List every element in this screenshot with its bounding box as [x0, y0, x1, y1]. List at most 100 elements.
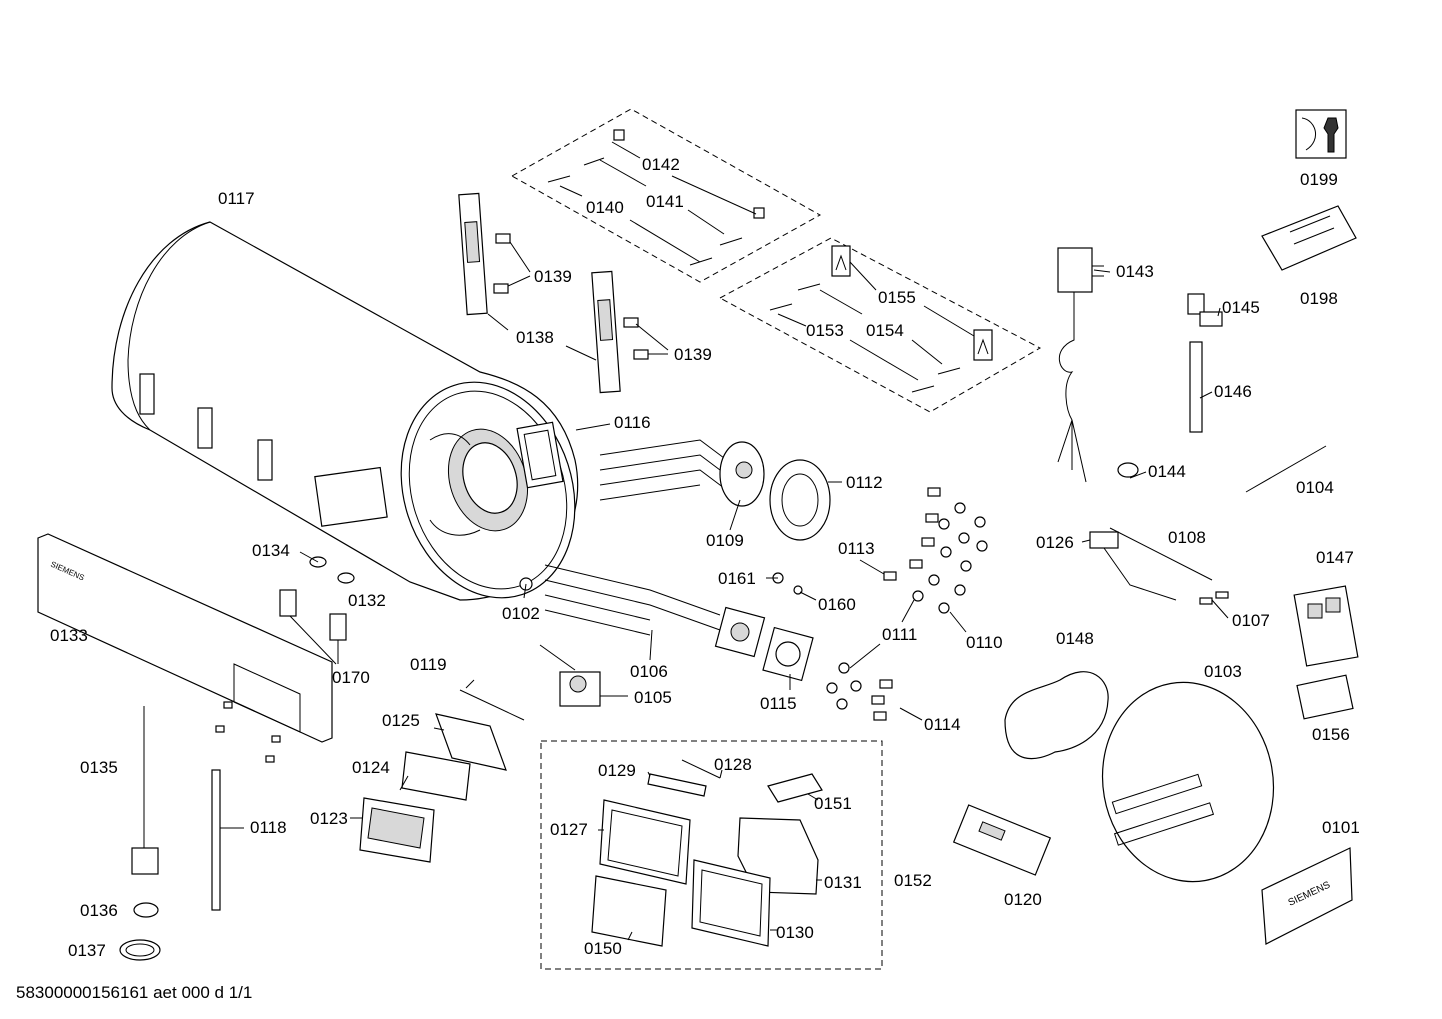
- drain-valve: [1187, 293, 1223, 327]
- part-label-0148: 0148: [1056, 629, 1094, 648]
- part-label-0117: 0117: [218, 189, 255, 208]
- end-cover-slots: [1111, 773, 1215, 846]
- part-label-0103: 0103: [1204, 662, 1242, 681]
- part-label-0161: 0161: [718, 569, 756, 588]
- part-label-0141: 0141: [646, 192, 684, 211]
- wall-bracket-upper: [458, 192, 488, 316]
- part-label-0130: 0130: [776, 923, 814, 942]
- control-pcb: [1293, 585, 1359, 667]
- part-label-0106: 0106: [630, 662, 668, 681]
- part-label-0119: 0119: [410, 655, 447, 674]
- rods-mid: [769, 245, 993, 393]
- part-label-0198: 0198: [1300, 289, 1338, 308]
- display-module: [1296, 674, 1354, 720]
- flange-gasket: [769, 459, 831, 541]
- part-label-0107: 0107: [1232, 611, 1270, 630]
- part-label-0114: 0114: [924, 715, 961, 734]
- terminal-rod: [681, 759, 721, 779]
- part-label-0124: 0124: [352, 758, 390, 777]
- pcb-small: [767, 773, 823, 803]
- part-label-0135: 0135: [80, 758, 118, 777]
- housing-frame: [599, 799, 691, 885]
- screw-kit-bag: [1261, 205, 1357, 271]
- thermostat-sleeve: [211, 769, 221, 911]
- part-label-0120: 0120: [1004, 890, 1042, 909]
- part-label-0160: 0160: [818, 595, 856, 614]
- part-label-0125: 0125: [382, 711, 420, 730]
- part-label-0132: 0132: [348, 591, 386, 610]
- part-label-0104: 0104: [1296, 478, 1334, 497]
- insulation-pad: [1004, 671, 1109, 760]
- part-label-0146: 0146: [1214, 382, 1252, 401]
- part-label-0102: 0102: [502, 604, 540, 623]
- remote-control: [952, 804, 1052, 876]
- display-window: [367, 807, 425, 849]
- anode-seal: [133, 902, 159, 918]
- part-label-0170: 0170: [332, 668, 370, 687]
- panel-screws: [215, 701, 281, 763]
- brand-plate: SIEMENS: [1261, 847, 1353, 945]
- power-adapter: [1057, 247, 1104, 483]
- anode-fitting: [131, 847, 159, 875]
- nuts-and-bolts: [826, 487, 988, 721]
- display-bracket: [435, 713, 507, 771]
- part-label-0110: 0110: [966, 633, 1003, 652]
- part-label-0151: 0151: [814, 794, 852, 813]
- part-label-0105: 0105: [634, 688, 672, 707]
- part-label-0136: 0136: [80, 901, 118, 920]
- part-label-0128: 0128: [714, 755, 752, 774]
- part-label-0153: 0153: [806, 321, 844, 340]
- control-panel: SIEMENS: [37, 533, 333, 743]
- part-label-0156: 0156: [1312, 725, 1350, 744]
- part-label-0142: 0142: [642, 155, 680, 174]
- spacers: [279, 589, 347, 641]
- leader-lines: [220, 141, 1229, 941]
- part-label-0113: 0113: [838, 539, 875, 558]
- heating-element-lower: [544, 564, 766, 658]
- tank-body: [111, 221, 579, 601]
- part-label-0131: 0131: [824, 873, 862, 892]
- part-label-0199: 0199: [1300, 170, 1338, 189]
- part-label-0138: 0138: [516, 328, 554, 347]
- part-label-0137: 0137: [68, 941, 106, 960]
- flange-plate-lower: [762, 626, 814, 682]
- group-frame-0152: [540, 740, 883, 970]
- part-label-0145: 0145: [1222, 298, 1260, 317]
- display-board: [401, 751, 471, 801]
- heating-element-upper: [599, 439, 765, 507]
- part-label-0139b: 0139: [674, 345, 712, 364]
- rods-top: [547, 129, 765, 266]
- part-label-0140: 0140: [586, 198, 624, 217]
- display-spindle: [459, 689, 525, 721]
- part-label-0133: 0133: [50, 626, 88, 645]
- connection-cable: [1245, 445, 1327, 493]
- plug: [1117, 462, 1139, 478]
- group-frame-rods-top: [510, 108, 822, 283]
- terminal-strip: [647, 773, 707, 797]
- part-label-0112: 0112: [846, 473, 883, 492]
- part-label-0155: 0155: [878, 288, 916, 307]
- part-label-0109: 0109: [706, 531, 744, 550]
- box-cover-inner: [699, 869, 763, 937]
- part-label-0126: 0126: [1036, 533, 1074, 552]
- part-label-0108: 0108: [1168, 528, 1206, 547]
- part-label-0111: 0111: [882, 625, 917, 644]
- part-label-0139a: 0139: [534, 267, 572, 286]
- part-label-0150: 0150: [584, 939, 622, 958]
- part-label-0127: 0127: [550, 820, 588, 839]
- part-label-0115: 0115: [760, 694, 797, 713]
- part-label-0118: 0118: [250, 818, 287, 837]
- thermostat: [539, 644, 601, 707]
- part-label-0143: 0143: [1116, 262, 1154, 281]
- part-label-0123: 0123: [310, 809, 348, 828]
- anode-cap: [119, 939, 161, 961]
- cover-plate: [591, 875, 667, 947]
- part-label-0101: 0101: [1322, 818, 1360, 837]
- pipe: [1189, 341, 1203, 433]
- sensor-cable: [1089, 527, 1229, 605]
- part-label-0116: 0116: [614, 413, 651, 432]
- bracket-screws: [493, 233, 649, 360]
- part-labels: 0117 0142 0140 0141 0139 0138 0139 0155 …: [50, 155, 1360, 960]
- end-cover: [1101, 681, 1275, 883]
